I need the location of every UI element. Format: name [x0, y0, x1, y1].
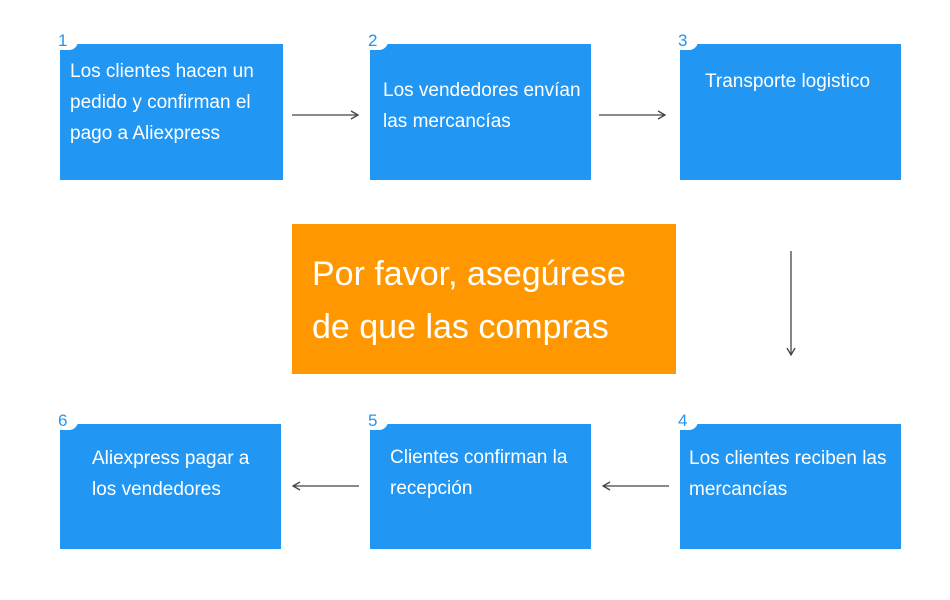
arrow-1-to-2 [292, 110, 360, 120]
arrow-2-to-3 [599, 110, 667, 120]
step-5-box: 5 Clientes confirman la recepción [366, 412, 591, 549]
step-1-box: 1 Los clientes hacen un pedido y confirm… [56, 32, 283, 180]
step-6-text: Aliexpress pagar a los vendedores [92, 448, 250, 500]
banner-text: Por favor, asegúrese de que las compras [312, 255, 626, 346]
step-6-number: 6 [56, 412, 78, 430]
arrow-4-to-5 [601, 481, 669, 491]
step-3-box: 3 Transporte logistico [676, 32, 901, 180]
step-2-box: 2 Los vendedores envían las mercancías [366, 32, 591, 180]
step-4-text: Los clientes reciben las mercancías [689, 448, 887, 500]
banner: Por favor, asegúrese de que las compras [292, 224, 676, 374]
step-2-number: 2 [366, 32, 388, 50]
step-5-text: Clientes confirman la recepción [390, 447, 568, 499]
arrow-3-to-4 [786, 251, 796, 357]
step-3-text: Transporte logistico [705, 71, 871, 92]
step-1-text: Los clientes hacen un pedido y confirman… [70, 61, 254, 144]
step-5-number: 5 [366, 412, 388, 430]
step-1-number: 1 [56, 32, 78, 50]
arrow-5-to-6 [291, 481, 359, 491]
step-4-box: 4 Los clientes reciben las mercancías [676, 412, 901, 549]
step-3-number: 3 [676, 32, 698, 50]
step-2-text: Los vendedores envían las mercancías [383, 80, 581, 132]
step-6-box: 6 Aliexpress pagar a los vendedores [56, 412, 281, 549]
step-4-number: 4 [676, 412, 698, 430]
